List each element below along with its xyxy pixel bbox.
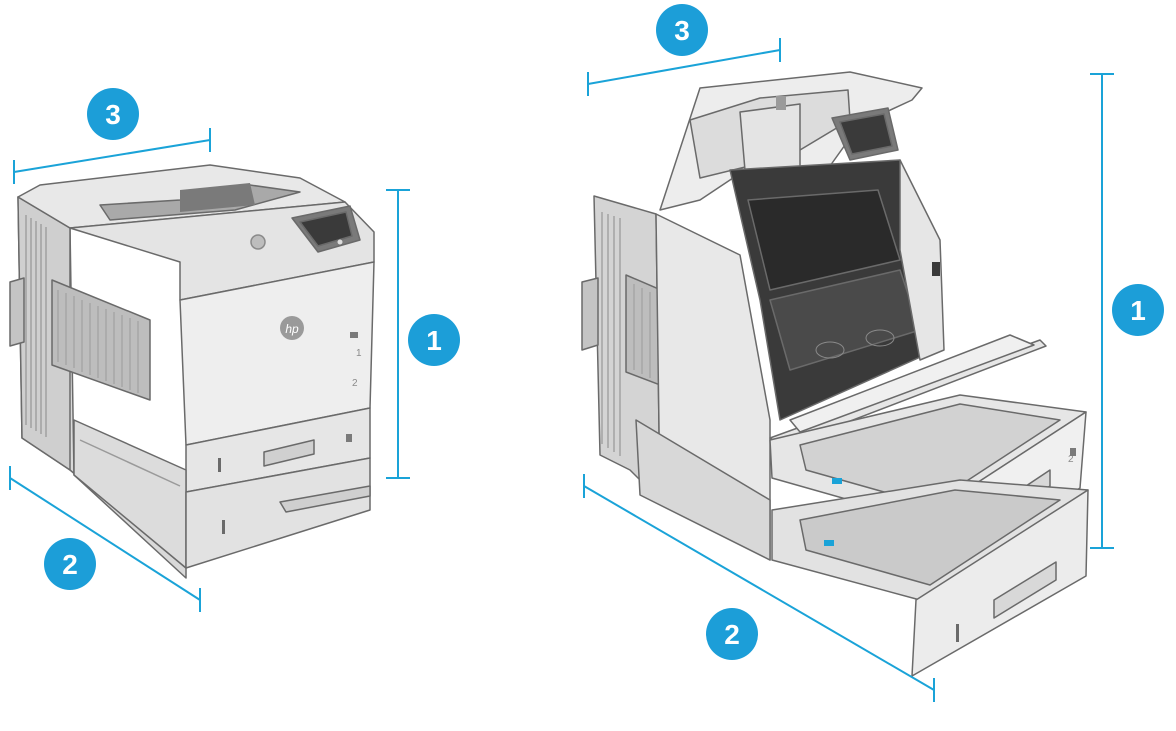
open-callout-depth-label: 2 bbox=[724, 619, 740, 650]
closed-printer-side-vent bbox=[25, 215, 47, 437]
closed-callout-height-label: 1 bbox=[426, 325, 442, 356]
closed-printer-hp-logo bbox=[280, 316, 304, 340]
open-callout-height: 1 bbox=[1112, 284, 1164, 336]
closed-printer: hp 1 2 bbox=[9, 164, 375, 579]
closed-printer-tray-3 bbox=[185, 457, 371, 569]
closed-callout-height: 1 bbox=[408, 314, 460, 366]
closed-printer-touchscreen bbox=[299, 211, 353, 247]
open-printer-toner-cartridge bbox=[747, 189, 901, 291]
open-printer-tray-2-lock bbox=[1070, 448, 1076, 456]
closed-depth-dimension-line bbox=[9, 477, 201, 601]
open-printer-power-switch bbox=[932, 262, 940, 276]
closed-callout-width-label: 3 bbox=[105, 99, 121, 130]
open-printer-touchscreen bbox=[839, 113, 893, 155]
open-printer-tray-3-handle bbox=[993, 561, 1057, 619]
open-callout-height-label: 1 bbox=[1130, 295, 1146, 326]
open-printer-tray-3-guide bbox=[824, 540, 834, 546]
closed-callout-width: 3 bbox=[87, 88, 139, 140]
open-printer-rollers bbox=[815, 329, 895, 359]
open-callout-width: 3 bbox=[656, 4, 708, 56]
closed-printer-tray-label-2: 2 bbox=[352, 378, 358, 389]
open-printer-feeder-side bbox=[635, 419, 771, 561]
open-callout-depth: 2 bbox=[706, 608, 758, 660]
open-callout-width-label: 3 bbox=[674, 15, 690, 46]
open-printer-tray-3-bed bbox=[799, 489, 1061, 586]
open-printer-dimension-lines bbox=[583, 38, 1114, 702]
closed-printer-vent-block bbox=[51, 279, 151, 401]
closed-printer-usb-icon bbox=[250, 234, 266, 250]
open-printer-cover-latch bbox=[776, 96, 786, 110]
open-printer-tray-label-2: 2 bbox=[1068, 454, 1074, 465]
open-printer-side-handle bbox=[581, 277, 599, 351]
closed-printer-dimension-lines bbox=[9, 128, 410, 612]
closed-printer-hp-logo-text: hp bbox=[285, 322, 299, 336]
closed-printer-tray-3-indicator bbox=[222, 520, 225, 534]
closed-printer-door-button bbox=[350, 332, 358, 338]
closed-printer-tray-2-handle bbox=[263, 439, 315, 467]
closed-callout-depth-label: 2 bbox=[62, 549, 78, 580]
open-depth-dimension-line bbox=[583, 485, 935, 691]
open-printer-side-vent bbox=[601, 212, 621, 456]
open-printer-tray-1-surface bbox=[789, 334, 1035, 433]
open-printer-tray-3-indicator bbox=[956, 624, 959, 642]
closed-printer-vent-lines bbox=[57, 290, 139, 393]
closed-printer-tray-2-indicator bbox=[218, 458, 221, 472]
closed-printer-tray-2-lock bbox=[346, 434, 352, 442]
closed-callout-depth: 2 bbox=[44, 538, 96, 590]
closed-printer-tray-3-slot bbox=[279, 485, 371, 513]
closed-printer-side-handle bbox=[9, 277, 25, 347]
closed-printer-feeder-side bbox=[73, 419, 187, 569]
open-printer: 2 bbox=[581, 71, 1089, 677]
closed-width-dimension-line bbox=[13, 139, 211, 173]
open-printer-right-wall bbox=[899, 159, 945, 361]
open-printer-tray-2-guide bbox=[832, 478, 842, 484]
open-printer-tray-2-bed bbox=[799, 403, 1061, 506]
closed-printer-tray-label-1: 1 bbox=[356, 348, 362, 359]
closed-printer-home-button bbox=[337, 239, 343, 245]
open-width-dimension-line bbox=[587, 49, 781, 85]
